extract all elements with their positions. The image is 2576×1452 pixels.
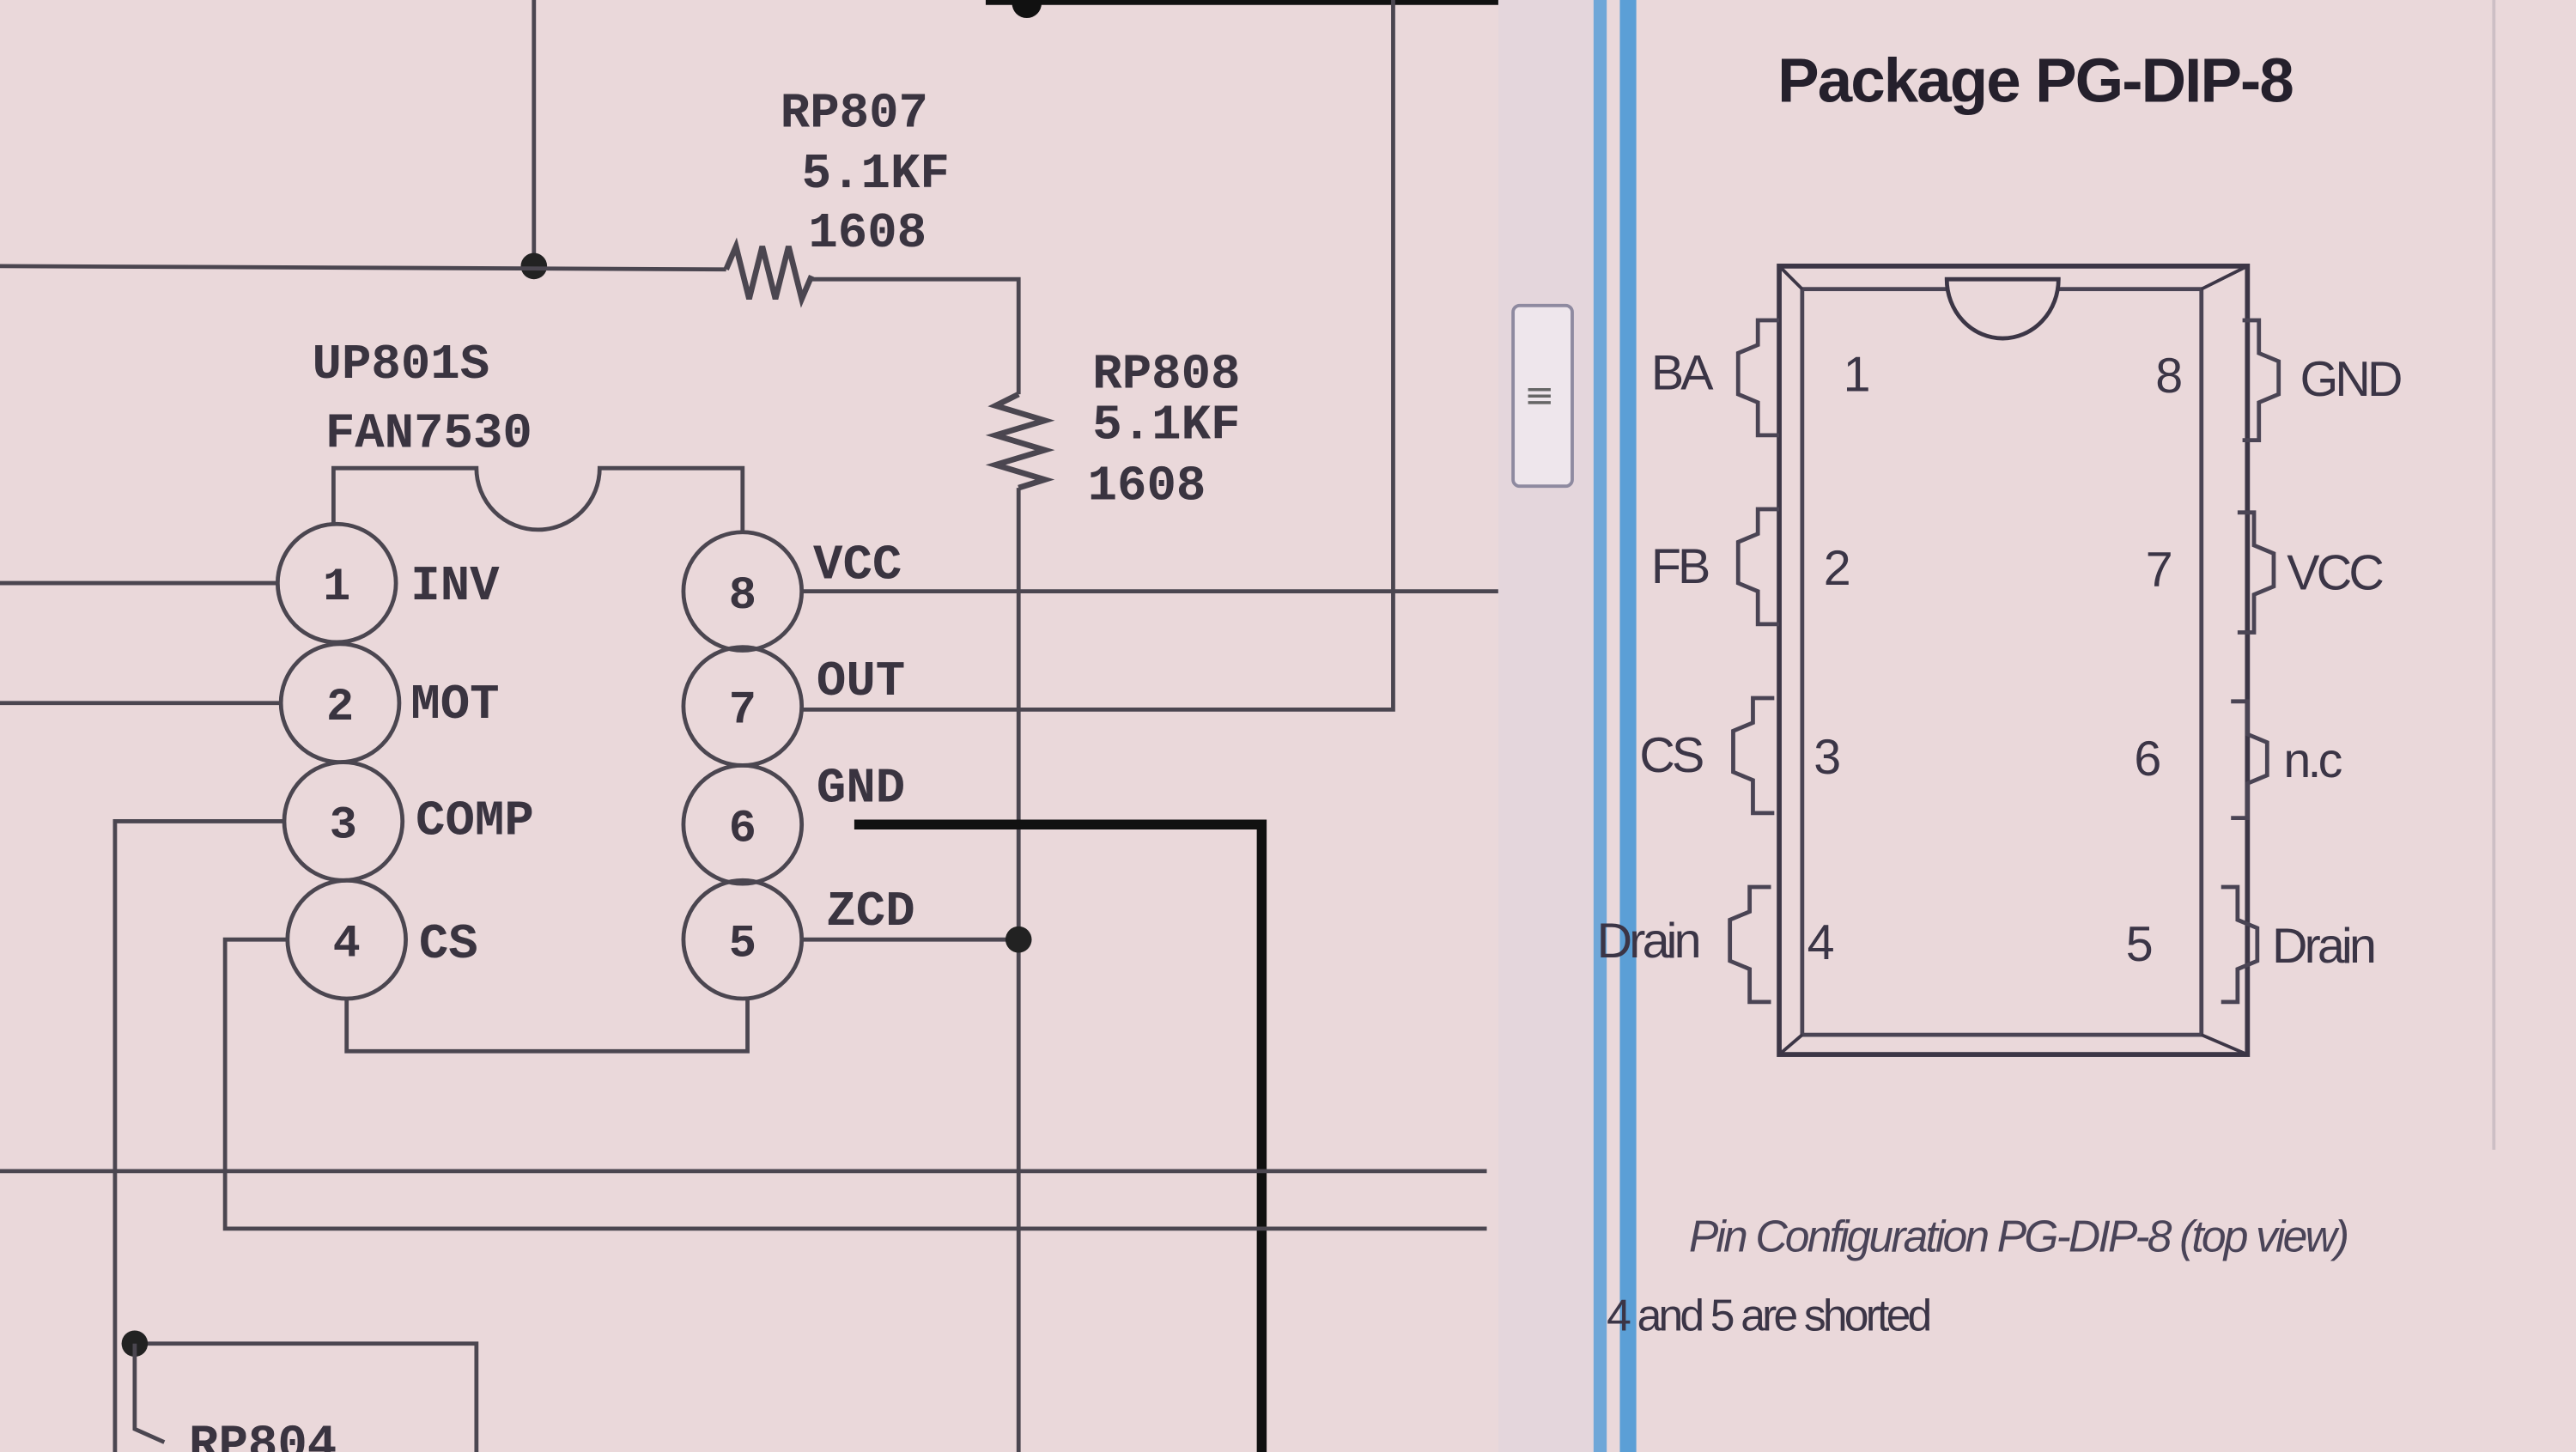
resistor-rp808	[985, 392, 1055, 491]
dip-outline	[1777, 264, 2251, 1057]
pin-6-circle	[681, 763, 805, 886]
resistor-ref: RP808	[1092, 347, 1240, 403]
pin-name: Drain	[2272, 919, 2374, 974]
note-text: 4 and 5 are shorted	[1607, 1290, 1929, 1340]
pin-number: 3	[330, 800, 357, 853]
pin-name: VCC	[813, 538, 902, 593]
resistor-ref-partial: RP804	[189, 1419, 337, 1452]
wire-gnd	[854, 819, 1267, 1452]
pin-number: 8	[2155, 349, 2181, 404]
pin-name: GND	[817, 761, 905, 817]
ic-pins: 1 2 3 4 5 6 7 8 INV MOT COMP CS ZCD GND …	[275, 521, 915, 1001]
grip-icon: ≡	[1524, 374, 1554, 416]
pin-name: INV	[410, 559, 500, 615]
wire-cs	[222, 937, 1487, 1231]
resistor-rp807	[723, 237, 815, 308]
pin-number: 8	[729, 570, 756, 623]
figure-caption: Pin Configuration PG-DIP-8 (top view)	[1689, 1212, 2348, 1261]
dip-pin-tabs	[1728, 318, 2281, 1005]
pin-number: 7	[2146, 543, 2172, 598]
junction-dot	[520, 252, 548, 280]
pin-name: OUT	[817, 654, 905, 710]
resistor-value: 5.1KF	[802, 147, 950, 203]
pin-name: CS	[419, 917, 478, 973]
ic-part: FAN7530	[325, 406, 532, 462]
package-title: Package PG-DIP-8	[1777, 46, 2293, 116]
pin-number: 1	[1844, 347, 1869, 402]
pin-5-circle	[681, 878, 805, 1001]
pin-number: 2	[326, 682, 354, 734]
pin-name: VCC	[2287, 546, 2383, 601]
pin-number: 6	[729, 803, 756, 855]
junction-dot	[121, 1330, 149, 1358]
resistor-ref: RP807	[781, 86, 928, 142]
window-border	[1619, 0, 1637, 1452]
pin-number: 5	[2126, 917, 2152, 972]
resistor-package: 1608	[808, 206, 927, 262]
junction-dot	[1012, 0, 1042, 19]
resistor-value: 5.1KF	[1092, 398, 1240, 454]
pin-8-circle	[681, 530, 805, 653]
wire	[811, 276, 1021, 395]
pin-name: ZCD	[826, 884, 914, 940]
pin-number: 7	[729, 685, 756, 738]
pin-name: CS	[1639, 728, 1703, 783]
scrollbar-thumb[interactable]	[1511, 303, 1574, 489]
junction-dot	[1005, 926, 1032, 953]
pin-name: BA	[1651, 345, 1714, 400]
ic-ref: UP801S	[313, 337, 490, 393]
pin-name: GND	[2300, 352, 2401, 407]
pin-number: 5	[729, 918, 756, 970]
pin-number: 1	[323, 562, 350, 614]
ic-body-top	[331, 465, 745, 532]
ic-body-bottom	[344, 999, 750, 1054]
wire-out	[801, 0, 1395, 712]
pin-name: n.c	[2283, 733, 2342, 788]
resistor-package: 1608	[1088, 459, 1206, 515]
pin-name: FB	[1651, 539, 1709, 594]
dip-notch	[1944, 276, 2061, 341]
pin-name: MOT	[410, 677, 499, 733]
pin-number: 3	[1814, 730, 1839, 785]
datasheet-pane: Package PG-DIP-8 BA FB CS Drain Drain n.…	[1597, 0, 2496, 1340]
scrollbar-track[interactable]	[1498, 0, 1601, 1452]
pin-number: 2	[1824, 541, 1850, 596]
pin-number: 4	[1807, 915, 1834, 970]
pin-4-circle	[285, 878, 408, 1001]
wire	[132, 1343, 166, 1444]
pin-name: COMP	[416, 794, 534, 850]
pin-number: 4	[333, 918, 361, 970]
wire	[134, 1341, 479, 1452]
schematic-pane: 1 2 3 4 5 6 7 8 INV MOT COMP CS ZCD GND …	[0, 0, 1512, 1452]
pin-number: 6	[2134, 732, 2160, 787]
wire-comp	[112, 819, 284, 1452]
pin-name: Drain	[1597, 914, 1699, 969]
wire	[0, 264, 726, 272]
window-border	[1593, 0, 1607, 1452]
